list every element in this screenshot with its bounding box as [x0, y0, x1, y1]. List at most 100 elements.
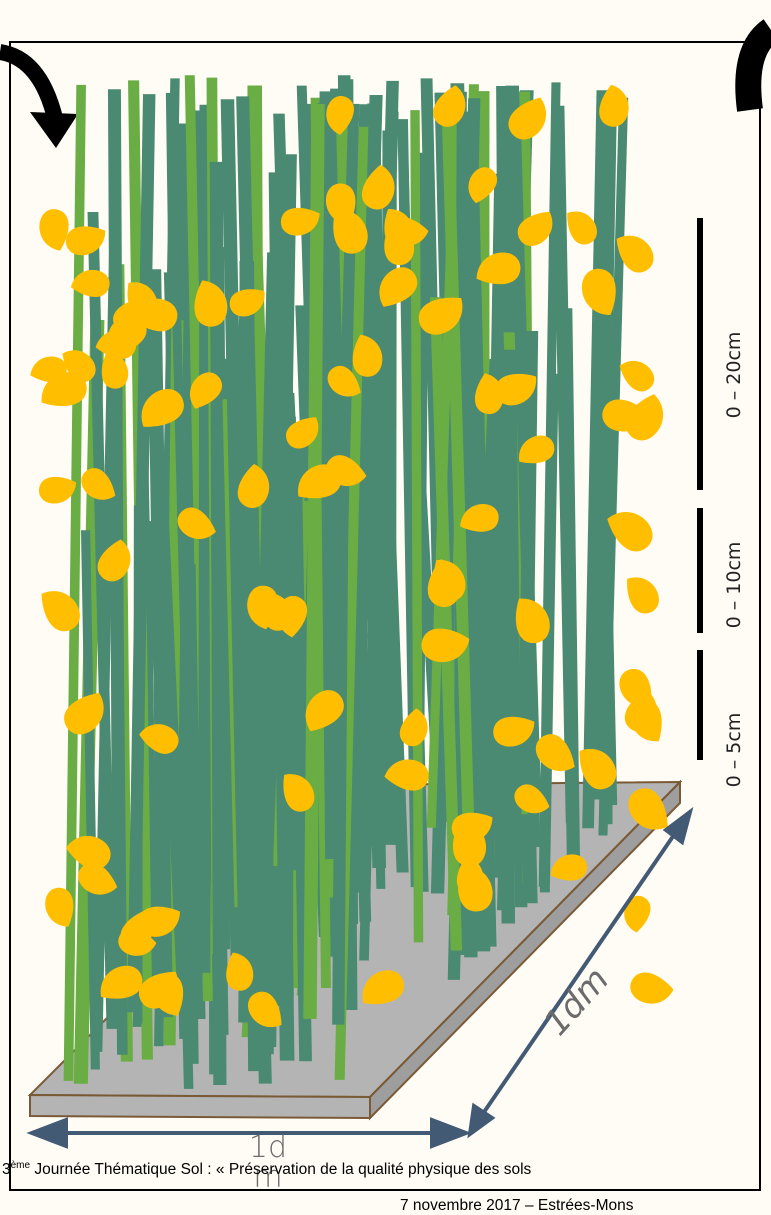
- grass-stem: [332, 510, 349, 1025]
- flower-head: [66, 835, 111, 870]
- flower-head: [256, 593, 293, 631]
- flower-head: [399, 708, 428, 747]
- footer-ordinal: 3: [2, 1161, 11, 1179]
- footer-event-title: 3ème Journée Thématique Sol : « Préserva…: [2, 1160, 771, 1179]
- dimension-arrow-depth: [467, 806, 694, 1139]
- flower-head: [418, 297, 463, 335]
- grass-stem: [87, 211, 118, 1029]
- flower-head: [78, 862, 118, 895]
- flower-head: [286, 417, 319, 449]
- grass-stem: [255, 597, 283, 1059]
- flower-head: [536, 734, 575, 772]
- flower-head: [280, 207, 320, 236]
- flower-head: [460, 504, 499, 532]
- flower-head: [127, 282, 158, 319]
- dimension-arrow-width: [26, 1117, 472, 1149]
- width-dimension-label: 1d m: [248, 1130, 288, 1195]
- scale-label-5cm: 0 – 5cm: [723, 712, 745, 788]
- flower-head: [100, 965, 143, 999]
- flower-head: [39, 209, 69, 251]
- flower-head: [361, 164, 395, 210]
- grass-stem: [552, 105, 578, 824]
- grass-stem: [441, 107, 475, 846]
- flower-head: [327, 366, 361, 397]
- flower-head: [627, 577, 659, 614]
- flower-head: [118, 928, 157, 956]
- flower-head: [456, 856, 484, 895]
- flower-head: [352, 334, 383, 377]
- flower-head: [41, 591, 80, 632]
- flower-head: [384, 759, 429, 791]
- flower-head: [237, 464, 270, 509]
- flower-head: [226, 952, 254, 991]
- footer-date-place: 7 novembre 2017 – Estrées-Mons: [400, 1197, 634, 1214]
- flower-head: [630, 972, 674, 1004]
- flower-head: [550, 854, 588, 881]
- flower-head: [495, 373, 537, 406]
- scale-label-20cm: 0 – 20cm: [723, 331, 745, 419]
- flower-head: [619, 360, 655, 392]
- flower-head: [579, 749, 617, 790]
- flower-head: [326, 455, 367, 487]
- flower-head: [139, 724, 179, 754]
- flower-head: [519, 435, 555, 464]
- flower-head: [625, 394, 664, 441]
- flower-head: [138, 971, 178, 1009]
- flower-head: [581, 268, 616, 316]
- flower-head: [628, 788, 668, 830]
- grass-stem: [80, 530, 100, 1070]
- flower-head: [468, 167, 498, 204]
- flower-head: [433, 560, 466, 602]
- flower-head: [141, 389, 184, 427]
- grass-stem: [133, 505, 143, 1024]
- flower-head: [624, 895, 651, 933]
- flower-head: [229, 289, 265, 317]
- flower-head: [474, 373, 504, 414]
- flower-head: [97, 539, 131, 582]
- flower-head: [362, 970, 404, 1005]
- scale-label-10cm: 0 – 10cm: [723, 541, 745, 629]
- flower-head: [624, 689, 657, 732]
- flower-head: [515, 598, 550, 644]
- flower-head: [508, 97, 546, 140]
- flower-head: [514, 784, 550, 814]
- flower-head: [65, 226, 106, 256]
- flower-head: [45, 887, 74, 927]
- flower-heads: [30, 84, 674, 1027]
- flower-head: [81, 468, 116, 500]
- flower-head: [283, 774, 315, 812]
- flower-head: [194, 280, 228, 327]
- frame: [9, 41, 761, 1191]
- flower-head: [567, 211, 597, 245]
- flower-head: [599, 84, 629, 127]
- flower-head: [607, 512, 653, 552]
- flower-head: [384, 209, 414, 249]
- flower-head: [379, 267, 418, 307]
- flower-head: [305, 690, 344, 732]
- flower-head: [433, 85, 466, 127]
- flower-head: [326, 183, 356, 225]
- grass-stem: [63, 84, 86, 1081]
- grass-stem: [214, 247, 231, 950]
- grass-stem: [220, 99, 253, 963]
- flower-head: [64, 692, 104, 735]
- grass-stem: [538, 82, 561, 887]
- grass-stem: [597, 383, 618, 806]
- curved-arrow-down-icon: [0, 44, 78, 148]
- grass-stem: [466, 358, 500, 900]
- flower-head: [189, 372, 222, 409]
- flower-head: [476, 252, 521, 285]
- flower-head: [326, 95, 354, 135]
- flower-head: [453, 820, 487, 867]
- flower-head: [247, 991, 282, 1027]
- flower-head: [41, 372, 87, 407]
- flower-head: [517, 211, 553, 246]
- flower-head: [39, 476, 77, 504]
- flower-head: [70, 269, 110, 297]
- grass-stem: [273, 113, 310, 936]
- flower-head: [177, 507, 216, 539]
- grass-stem: [508, 113, 541, 848]
- flower-head: [101, 351, 129, 389]
- grass-stem: [146, 269, 174, 1018]
